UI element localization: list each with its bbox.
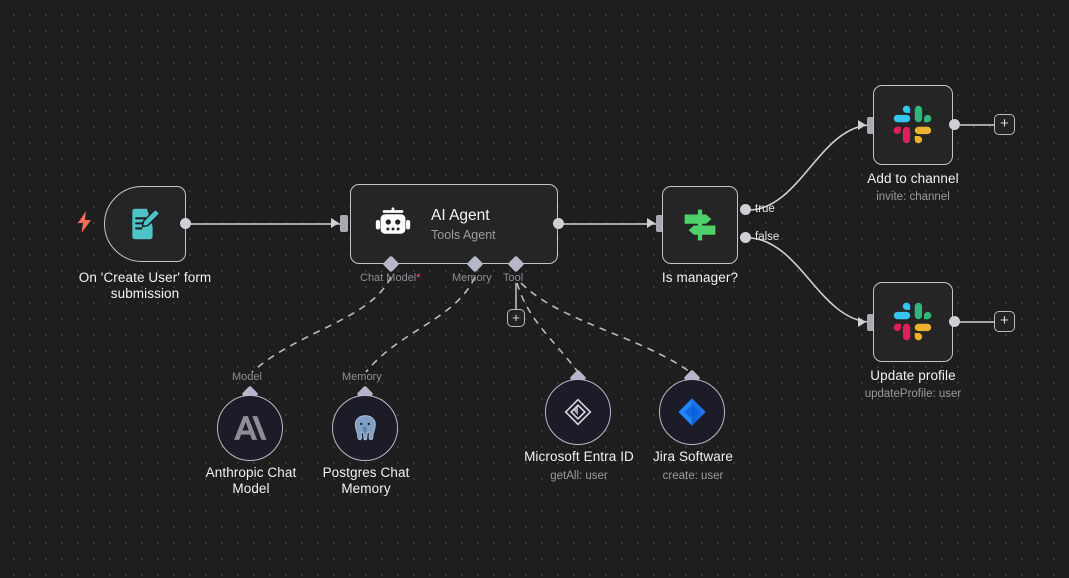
form-trigger-box[interactable]	[104, 186, 186, 262]
add-to-channel-input-port[interactable]	[867, 117, 875, 134]
connector-label-chat-model: Chat Model*	[360, 272, 421, 284]
add-node-button-after-add-to-channel[interactable]: +	[994, 114, 1015, 135]
jira-software-box[interactable]	[659, 379, 725, 445]
anthropic-icon	[233, 413, 267, 443]
signpost-icon	[680, 205, 720, 245]
postgres-connector-label: Memory	[342, 371, 382, 383]
postgres-elephant-icon	[350, 413, 380, 443]
ai-agent-subtitle: Tools Agent	[431, 227, 496, 242]
is-manager-output-false-port[interactable]	[740, 232, 751, 243]
microsoft-entra-id-label: Microsoft Entra ID	[524, 449, 634, 464]
slack-icon	[892, 301, 934, 343]
ai-agent-input-port[interactable]	[340, 215, 348, 232]
is-manager-label: Is manager?	[661, 270, 739, 285]
connector-label-memory: Memory	[452, 272, 492, 284]
microsoft-entra-id-box[interactable]	[545, 379, 611, 445]
robot-icon	[375, 207, 411, 241]
ai-agent-input-arrow	[331, 218, 339, 228]
update-profile-box[interactable]	[873, 282, 953, 362]
add-to-channel-input-arrow	[858, 120, 866, 130]
ai-agent-box[interactable]: AI Agent Tools Agent	[350, 184, 558, 264]
add-to-channel-output-port[interactable]	[949, 119, 960, 130]
is-manager-box[interactable]	[662, 186, 738, 264]
is-manager-input-port[interactable]	[656, 215, 664, 232]
update-profile-input-arrow	[858, 317, 866, 327]
form-trigger-label: On 'Create User' form submission	[78, 270, 212, 301]
update-profile-input-port[interactable]	[867, 314, 875, 331]
jira-software-subtitle: create: user	[662, 470, 724, 482]
postgres-chat-memory-box[interactable]	[332, 395, 398, 461]
anthropic-chat-model-box[interactable]	[217, 395, 283, 461]
add-to-channel-box[interactable]	[873, 85, 953, 165]
update-profile-subtitle: updateProfile: user	[864, 388, 962, 400]
ai-agent-output-port[interactable]	[553, 218, 564, 229]
form-trigger-output-port[interactable]	[180, 218, 191, 229]
anthropic-connector-label: Model	[232, 371, 262, 383]
update-profile-output-port[interactable]	[949, 316, 960, 327]
ai-agent-title: AI Agent	[431, 206, 490, 224]
connector-label-tool: Tool	[503, 272, 524, 284]
slack-icon	[892, 104, 934, 146]
microsoft-entra-id-subtitle: getAll: user	[550, 470, 608, 482]
postgres-chat-memory-label: Postgres Chat Memory	[322, 465, 410, 496]
branch-label-true: true	[755, 203, 775, 215]
branch-label-false: false	[755, 231, 780, 243]
jira-icon	[677, 397, 707, 427]
add-to-channel-label: Add to channel	[867, 171, 959, 186]
update-profile-label: Update profile	[870, 368, 956, 383]
lightning-bolt-icon	[77, 211, 92, 233]
anthropic-chat-model-label: Anthropic Chat Model	[205, 465, 297, 496]
is-manager-input-arrow	[647, 218, 655, 228]
add-to-channel-subtitle: invite: channel	[876, 191, 950, 203]
form-edit-icon	[126, 205, 164, 243]
add-tool-button[interactable]: +	[507, 309, 525, 327]
microsoft-entra-id-icon	[562, 396, 594, 428]
jira-software-label: Jira Software	[652, 449, 734, 464]
add-node-button-after-update-profile[interactable]: +	[994, 311, 1015, 332]
is-manager-output-true-port[interactable]	[740, 204, 751, 215]
